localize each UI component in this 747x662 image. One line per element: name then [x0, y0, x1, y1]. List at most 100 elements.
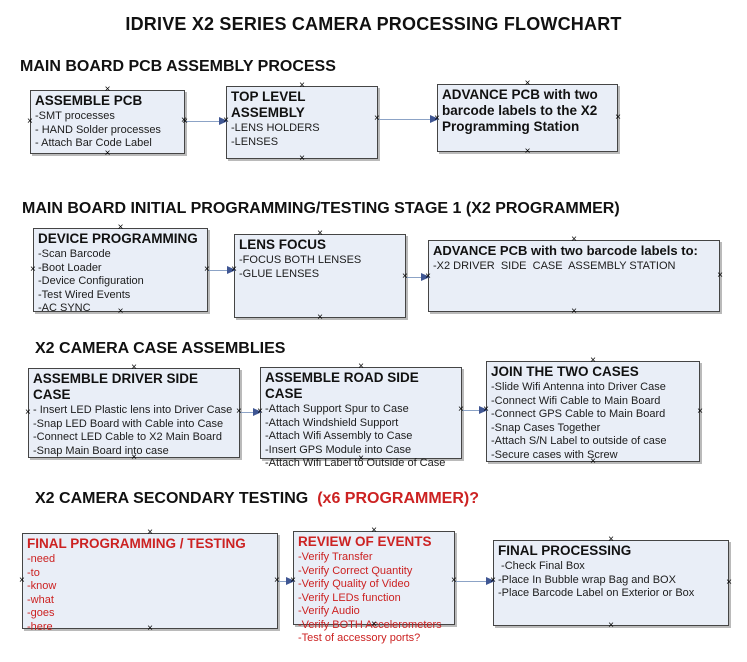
- connection-handle-icon: [30, 265, 36, 275]
- connection-handle-icon: [290, 576, 296, 586]
- box-line: -Verify Transfer: [298, 551, 373, 563]
- box-line: -AC SYNC: [38, 302, 91, 314]
- section-heading-text: X2 CAMERA CASE ASSEMBLIES: [35, 340, 286, 357]
- connector-arrow: [278, 577, 295, 585]
- box-lines: -Check Final Box-Place In Bubble wrap Ba…: [498, 560, 725, 601]
- connector-arrow: [455, 577, 495, 585]
- connector-arrow: [185, 117, 228, 125]
- connection-handle-icon: [425, 272, 431, 282]
- connector-arrow: [208, 266, 236, 274]
- connection-handle-icon: [317, 229, 323, 239]
- box-lines: -FOCUS BOTH LENSES-GLUE LENSES: [239, 254, 402, 281]
- connection-handle-icon: [402, 272, 408, 282]
- connection-handle-icon: [590, 356, 596, 366]
- connection-handle-icon: [223, 116, 229, 126]
- box-line: -FOCUS BOTH LENSES: [239, 254, 362, 266]
- box-line: -Connect Wifi Cable to Main Board: [491, 394, 661, 407]
- box-line: -Verify Quality of Video: [298, 578, 410, 590]
- connection-handle-icon: [434, 114, 440, 124]
- connection-handle-icon: [131, 363, 137, 373]
- connection-handle-icon: [571, 307, 577, 317]
- box-line: -SMT processes: [35, 110, 115, 122]
- box-line: -Connect GPS Cable to Main Board: [491, 408, 666, 420]
- box-line: -goes: [27, 607, 55, 619]
- flow-box-final-programming-testing: FINAL PROGRAMMING / TESTING -need-to-kno…: [22, 533, 278, 633]
- box-line: -Snap Cases Together: [491, 421, 601, 434]
- box-line: - HAND Solder processes: [35, 123, 161, 136]
- box-line: -here: [27, 620, 53, 633]
- box-title: LENS FOCUS: [239, 237, 327, 252]
- section-heading-initial-programming: MAIN BOARD INITIAL PROGRAMMING/TESTING S…: [22, 200, 620, 218]
- flow-box-assemble-road-side-case: ASSEMBLE ROAD SIDE CASE -Attach Support …: [260, 367, 462, 469]
- box-lines: -Slide Wifi Antenna into Driver Case-Con…: [491, 381, 696, 462]
- section-heading-red-text: (x6 PROGRAMMER)?: [317, 490, 479, 507]
- box-line: -Scan Barcode: [38, 248, 111, 260]
- box-title: DEVICE PROGRAMMING: [38, 231, 198, 246]
- box-line: -Attach Wifi Assembly to Case: [265, 430, 413, 442]
- connection-handle-icon: [697, 407, 703, 417]
- box-line: -X2 DRIVER SIDE CASE ASSEMBLY STATION: [433, 260, 676, 272]
- box-line: -Insert GPS Module into Case: [265, 443, 412, 456]
- connection-handle-icon: [615, 113, 621, 123]
- connection-handle-icon: [131, 453, 137, 463]
- box-line: -Attach Windshield Support: [265, 416, 399, 429]
- box-line: -know: [27, 580, 57, 592]
- connection-handle-icon: [25, 408, 31, 418]
- connection-handle-icon: [458, 405, 464, 415]
- box-title: JOIN THE TWO CASES: [491, 364, 639, 379]
- connector-arrow: [240, 408, 262, 416]
- box-line: -Verify LEDs function: [298, 591, 401, 604]
- box-line: -Snap LED Board with Cable into Case: [33, 417, 224, 430]
- connection-handle-icon: [105, 85, 111, 95]
- flow-box-join-the-two-cases: JOIN THE TWO CASES -Slide Wifi Antenna i…: [486, 361, 700, 462]
- page-title: IDRIVE X2 SERIES CAMERA PROCESSING FLOWC…: [125, 14, 622, 34]
- box-lines: -Attach Support Spur to Case-Attach Wind…: [265, 403, 458, 471]
- connection-handle-icon: [451, 576, 457, 586]
- box-line: - Insert LED Plastic lens into Driver Ca…: [33, 404, 233, 416]
- connection-handle-icon: [274, 576, 280, 586]
- box-title: REVIEW OF EVENTS: [298, 534, 432, 549]
- box-line: -Verify BOTH Accelerometers: [298, 618, 442, 631]
- box-line: -Attach S/N Label to outside of case: [491, 435, 667, 447]
- connector-arrow: [378, 115, 439, 123]
- box-title: TOP LEVEL ASSEMBLY: [231, 89, 306, 120]
- section-heading-pcb-assembly: MAIN BOARD PCB ASSEMBLY PROCESS: [20, 58, 336, 76]
- flow-box-assemble-driver-side-case: ASSEMBLE DRIVER SIDE CASE - Insert LED P…: [28, 368, 240, 458]
- box-line: -Slide Wifi Antenna into Driver Case: [491, 381, 666, 393]
- connection-handle-icon: [317, 313, 323, 323]
- box-lines: -Verify Transfer-Verify Correct Quantity…: [298, 551, 451, 646]
- box-line: -Snap Main Board into case: [33, 444, 169, 457]
- flow-box-top-level-assembly: TOP LEVEL ASSEMBLY -LENS HOLDERS-LENSES: [226, 86, 378, 159]
- connection-handle-icon: [483, 405, 489, 415]
- box-title: ADVANCE PCB with two barcode labels to t…: [442, 87, 598, 134]
- connection-handle-icon: [231, 265, 237, 275]
- box-line: -Connect LED Cable to X2 Main Board: [33, 431, 222, 443]
- box-title: FINAL PROCESSING: [498, 543, 632, 558]
- box-line: -Attach Support Spur to Case: [265, 403, 409, 415]
- box-line: -need: [27, 553, 56, 565]
- connector-arrow: [462, 406, 488, 414]
- connection-handle-icon: [299, 154, 305, 164]
- connection-handle-icon: [371, 526, 377, 536]
- connection-handle-icon: [236, 407, 242, 417]
- box-title: ADVANCE PCB with two barcode labels to:: [433, 243, 698, 258]
- box-line: -to: [27, 566, 40, 579]
- flow-box-lens-focus: LENS FOCUS -FOCUS BOTH LENSES-GLUE LENSE…: [234, 234, 406, 318]
- section-heading-text: X2 CAMERA SECONDARY TESTING: [35, 490, 309, 507]
- connection-handle-icon: [525, 147, 531, 157]
- section-heading-text: MAIN BOARD PCB ASSEMBLY PROCESS: [20, 58, 336, 75]
- section-heading-secondary-testing: X2 CAMERA SECONDARY TESTING (x6 PROGRAMME…: [35, 490, 479, 508]
- box-line: -Check Final Box: [498, 560, 585, 572]
- connection-handle-icon: [118, 223, 124, 233]
- connection-handle-icon: [27, 117, 33, 127]
- box-line: -Attach Wifi Label to Outside of Case: [265, 457, 446, 469]
- box-title: ASSEMBLE PCB: [35, 93, 143, 108]
- box-line: -Device Configuration: [38, 275, 144, 287]
- connection-handle-icon: [105, 149, 111, 159]
- box-lines: -SMT processes- HAND Solder processes- A…: [35, 110, 181, 151]
- box-line: -Place Barcode Label on Exterior or Box: [498, 587, 695, 599]
- box-lines: - Insert LED Plastic lens into Driver Ca…: [33, 404, 236, 458]
- connection-handle-icon: [608, 621, 614, 631]
- connection-handle-icon: [204, 265, 210, 275]
